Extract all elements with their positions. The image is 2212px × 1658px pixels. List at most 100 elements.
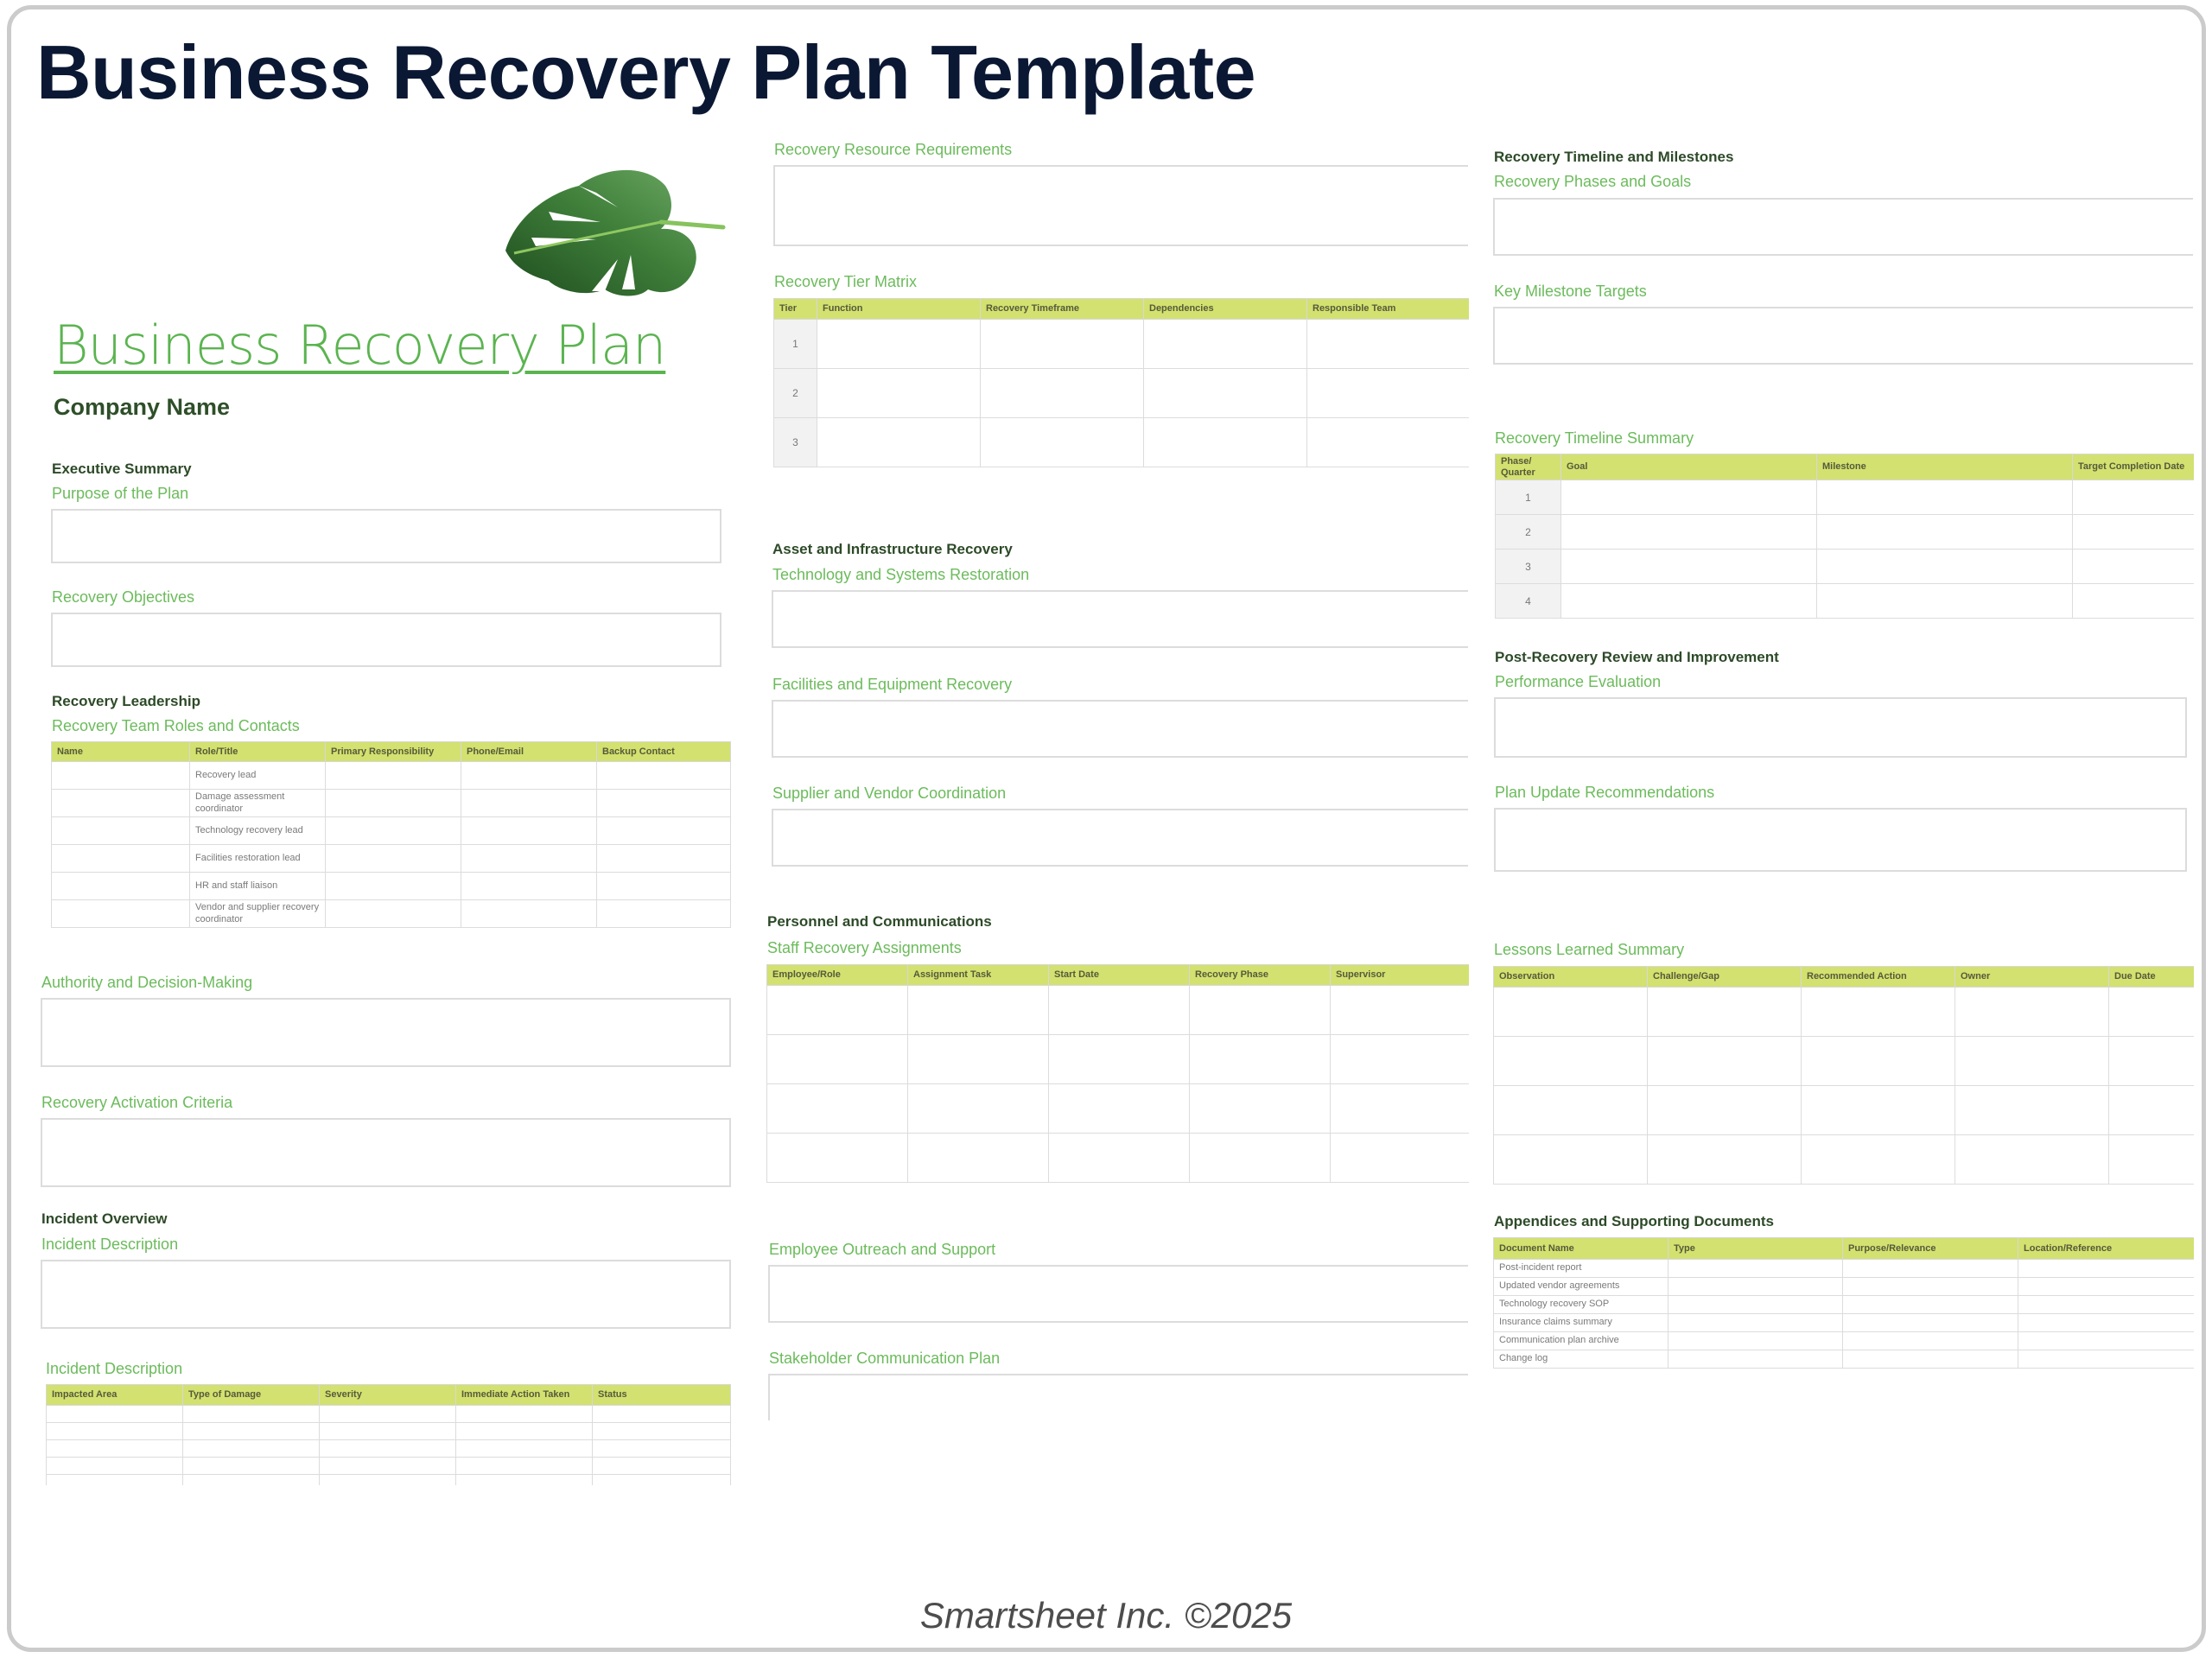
role-cell[interactable]: Recovery lead [189,761,326,790]
table-cell[interactable] [182,1457,320,1475]
table-cell[interactable] [2072,514,2194,550]
table-cell[interactable] [2108,1036,2194,1086]
table-cell[interactable] [2108,1085,2194,1135]
table-cell[interactable] [1143,319,1307,369]
table-cell[interactable] [461,899,597,928]
table-cell[interactable] [1048,1083,1190,1134]
table-cell[interactable] [596,872,731,900]
table-cell[interactable] [592,1422,731,1440]
table-cell[interactable] [1842,1313,2018,1332]
table-cell[interactable] [596,761,731,790]
table-cell[interactable] [1493,1134,1648,1185]
table-cell[interactable] [1143,417,1307,467]
table-cell[interactable] [1189,1034,1331,1084]
document-name-cell[interactable]: Communication plan archive [1493,1331,1669,1350]
table-cell[interactable] [319,1405,456,1423]
table-cell[interactable] [182,1474,320,1485]
table-cell[interactable] [319,1457,456,1475]
table-cell[interactable] [1955,987,2109,1037]
document-name-cell[interactable]: Change log [1493,1350,1669,1369]
role-cell[interactable]: Damage assessment coordinator [189,789,326,817]
table-cell[interactable] [596,789,731,817]
table-cell[interactable] [596,844,731,873]
table-cell[interactable] [2018,1295,2194,1314]
role-cell[interactable]: Vendor and supplier recovery coordinator [189,899,326,928]
table-cell[interactable] [1668,1295,1843,1314]
table-cell[interactable] [51,789,190,817]
table-cell[interactable] [461,844,597,873]
table-cell[interactable] [182,1405,320,1423]
table-cell[interactable] [592,1474,731,1485]
milestone-targets-input[interactable] [1493,307,2193,365]
table-cell[interactable] [46,1457,183,1475]
table-cell[interactable] [319,1439,456,1458]
table-cell[interactable] [817,319,981,369]
table-cell[interactable] [1560,549,1817,585]
table-cell[interactable] [2018,1259,2194,1278]
table-cell[interactable] [2108,1134,2194,1185]
table-cell[interactable] [1330,1034,1469,1084]
table-cell[interactable] [319,1474,456,1485]
table-cell[interactable] [1816,480,2073,516]
resource-requirements-input[interactable] [773,165,1468,246]
table-cell[interactable] [1306,319,1469,369]
table-cell[interactable] [1801,1036,1955,1086]
table-cell[interactable] [1801,987,1955,1037]
table-cell[interactable] [907,1133,1049,1183]
table-cell[interactable] [1955,1085,2109,1135]
table-cell[interactable] [1816,514,2073,550]
performance-evaluation-input[interactable] [1494,697,2187,758]
activation-input[interactable] [41,1118,731,1187]
incident-description-input[interactable] [41,1260,731,1329]
table-cell[interactable] [907,1083,1049,1134]
purpose-input[interactable] [51,509,721,563]
table-cell[interactable] [1842,1331,2018,1350]
table-cell[interactable] [325,872,461,900]
table-cell[interactable] [325,789,461,817]
plan-update-input[interactable] [1494,808,2187,872]
table-cell[interactable] [461,761,597,790]
table-cell[interactable] [1842,1295,2018,1314]
table-cell[interactable] [455,1405,593,1423]
table-cell[interactable] [1493,1036,1648,1086]
table-cell[interactable] [1560,583,1817,619]
table-cell[interactable] [1668,1277,1843,1296]
table-cell[interactable] [2018,1277,2194,1296]
table-cell[interactable] [592,1405,731,1423]
table-cell[interactable] [1647,987,1802,1037]
table-cell[interactable] [455,1439,593,1458]
stakeholder-communication-input[interactable] [768,1374,1468,1420]
table-cell[interactable] [51,872,190,900]
table-cell[interactable] [1560,514,1817,550]
table-cell[interactable] [1842,1259,2018,1278]
table-cell[interactable] [1955,1134,2109,1185]
table-cell[interactable] [1493,987,1648,1037]
table-cell[interactable] [1668,1313,1843,1332]
table-cell[interactable] [2072,583,2194,619]
table-cell[interactable] [46,1439,183,1458]
table-cell[interactable] [182,1422,320,1440]
table-cell[interactable] [1048,1034,1190,1084]
table-cell[interactable] [1306,417,1469,467]
table-cell[interactable] [1330,985,1469,1035]
table-cell[interactable] [596,899,731,928]
phases-goals-input[interactable] [1493,198,2193,256]
document-name-cell[interactable]: Insurance claims summary [1493,1313,1669,1332]
table-cell[interactable] [325,761,461,790]
table-cell[interactable] [461,872,597,900]
table-cell[interactable] [980,319,1144,369]
facilities-recovery-input[interactable] [772,700,1468,758]
document-name-cell[interactable]: Technology recovery SOP [1493,1295,1669,1314]
table-cell[interactable] [1842,1277,2018,1296]
document-name-cell[interactable]: Post-incident report [1493,1259,1669,1278]
table-cell[interactable] [455,1474,593,1485]
table-cell[interactable] [1668,1350,1843,1369]
role-cell[interactable]: Technology recovery lead [189,816,326,845]
table-cell[interactable] [2018,1331,2194,1350]
table-cell[interactable] [1842,1350,2018,1369]
table-cell[interactable] [1647,1134,1802,1185]
table-cell[interactable] [907,1034,1049,1084]
table-cell[interactable] [2072,549,2194,585]
table-cell[interactable] [1143,368,1307,418]
table-cell[interactable] [817,417,981,467]
